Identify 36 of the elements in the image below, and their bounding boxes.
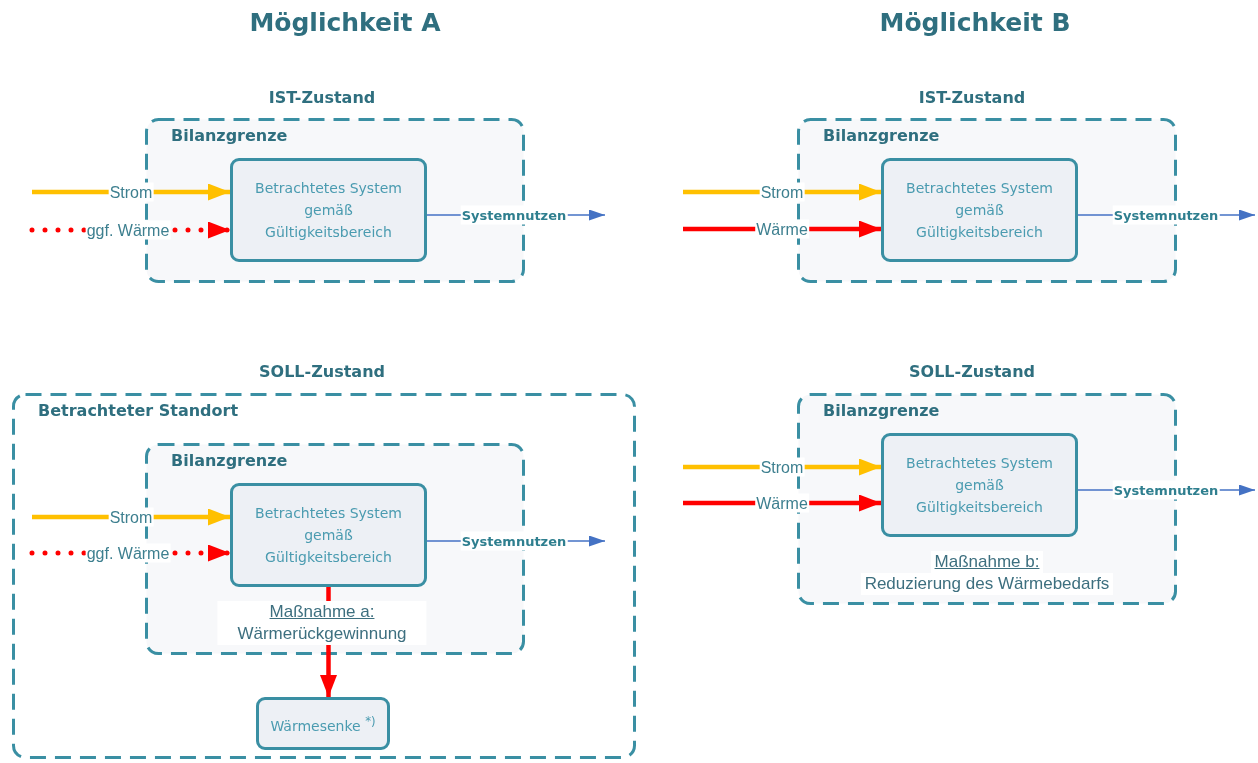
box-text: Wärmesenke $^{*)}$ <box>269 713 377 736</box>
measure-text: Reduzierung des Wärmebedarfs <box>860 573 1114 595</box>
system-box <box>230 158 427 262</box>
boundary-heading: Bilanzgrenze <box>171 451 288 470</box>
column-title: Möglichkeit B <box>879 7 1071 37</box>
box-text: Betrachtetes System gemäß Gültigkeitsbereich <box>254 504 403 567</box>
edge-label: ggf. Wärme <box>85 220 171 240</box>
state-heading: IST-Zustand <box>268 87 376 107</box>
edge-label: Systemnutzen <box>1112 480 1220 500</box>
boundary-heading: Bilanzgrenze <box>171 126 288 145</box>
measure-heading: Maßnahme b: <box>930 551 1044 573</box>
edge-label: Wärme <box>755 219 809 239</box>
edge-label: Strom <box>108 507 154 527</box>
edge-label: ggf. Wärme <box>85 543 171 563</box>
boundary-heading: Bilanzgrenze <box>823 126 940 145</box>
edge-label: Strom <box>759 457 805 477</box>
edge-label: Systemnutzen <box>1112 205 1220 225</box>
system-box <box>230 483 427 587</box>
system-box <box>256 697 390 750</box>
edge-label: Systemnutzen <box>460 205 568 225</box>
system-box <box>881 433 1078 537</box>
edge-label: Strom <box>759 182 805 202</box>
box-text: Betrachtetes System gemäß Gültigkeitsbereich <box>905 179 1054 242</box>
boundary-heading: Bilanzgrenze <box>823 401 940 420</box>
edge-label: Systemnutzen <box>460 531 568 551</box>
boundary-heading: Betrachteter Standort <box>38 401 239 420</box>
edge-label: Wärme <box>755 493 809 513</box>
box-text: Betrachtetes System gemäß Gültigkeitsbereich <box>905 454 1054 517</box>
edge-label: Strom <box>108 182 154 202</box>
system-box <box>881 158 1078 262</box>
state-heading: IST-Zustand <box>918 87 1026 107</box>
state-heading: SOLL-Zustand <box>259 361 385 381</box>
state-heading: SOLL-Zustand <box>909 361 1035 381</box>
edge-label: Maßnahme a: Wärmerückgewinnung <box>217 601 427 645</box>
box-text: Betrachtetes System gemäß Gültigkeitsbereich <box>254 179 403 242</box>
column-title: Möglichkeit A <box>249 7 441 37</box>
